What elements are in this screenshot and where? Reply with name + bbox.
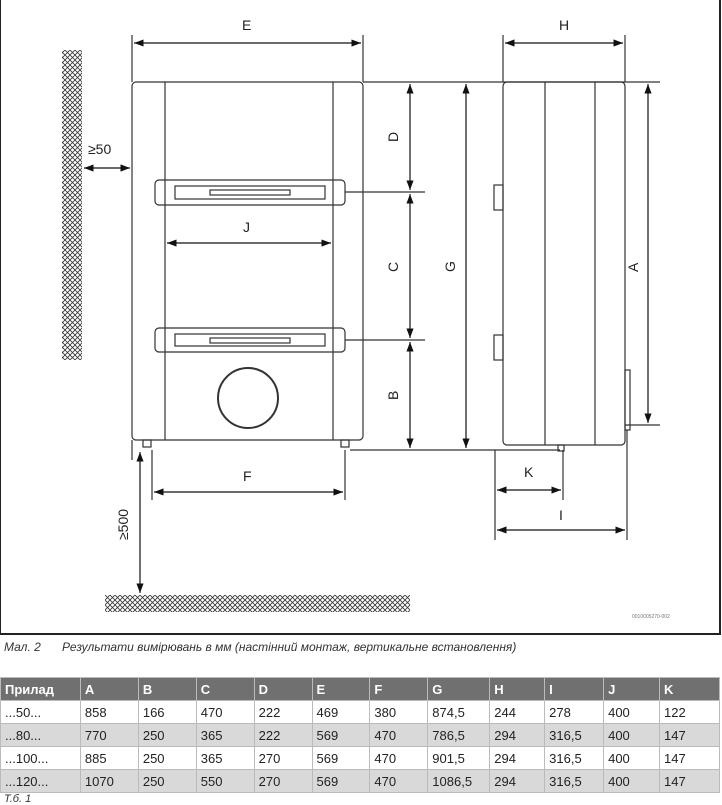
column-header: A [79, 677, 139, 701]
label-J: J [243, 219, 250, 235]
table-cell: ...100... [0, 746, 81, 770]
label-E: E [242, 17, 251, 33]
table-cell: 400 [603, 700, 660, 724]
table-cell: 469 [311, 700, 371, 724]
table-cell: 569 [311, 769, 371, 793]
table-cell: 122 [659, 700, 720, 724]
table-cell: 858 [79, 700, 139, 724]
column-header: I [544, 677, 605, 701]
table-cell: 365 [195, 723, 255, 747]
label-C: C [385, 262, 401, 272]
table-cell: 470 [369, 723, 429, 747]
table-cell: 569 [311, 746, 371, 770]
table-cell: 222 [253, 723, 313, 747]
table-cell: 250 [137, 723, 197, 747]
table-cell: 270 [253, 769, 313, 793]
label-H: H [559, 17, 569, 33]
table-cell: 786,5 [427, 723, 491, 747]
label-F: F [243, 468, 252, 484]
table-cell: 901,5 [427, 746, 491, 770]
table-number: Т.б. 1 [4, 793, 32, 805]
table-cell: ...120... [0, 769, 81, 793]
table-cell: 470 [369, 769, 429, 793]
table-cell: 874,5 [427, 700, 491, 724]
column-header: F [369, 677, 429, 701]
table-cell: 278 [544, 700, 605, 724]
table-cell: 470 [195, 700, 255, 724]
table-cell: 569 [311, 723, 371, 747]
caption-text: Результати вимірювань в мм (настінний мо… [62, 640, 517, 654]
column-header: Прилад [0, 677, 81, 701]
table-cell: 400 [603, 723, 660, 747]
table-cell: 166 [137, 700, 197, 724]
bracket-bottom [154, 327, 346, 353]
label-B: B [385, 391, 401, 400]
table-cell: 147 [659, 769, 720, 793]
column-header: C [195, 677, 255, 701]
column-header: G [427, 677, 491, 701]
table-cell: 147 [659, 723, 720, 747]
label-D: D [385, 132, 401, 142]
front-tank [131, 81, 364, 441]
figure-caption: Мал. 2 Результати вимірювань в мм (настін… [4, 640, 516, 654]
table-cell: 400 [603, 769, 660, 793]
column-header: K [659, 677, 720, 701]
table-cell: 885 [79, 746, 139, 770]
label-G: G [442, 261, 458, 272]
dimension-drawing: E H J F K I D C B G A ≥50 ≥500 001000527… [0, 0, 721, 635]
bracket-top [154, 179, 346, 206]
table-cell: 294 [489, 769, 546, 793]
label-I: I [559, 507, 563, 523]
label-wall-gap: ≥50 [88, 141, 111, 157]
table-cell: 380 [369, 700, 429, 724]
flange-circle [217, 367, 279, 429]
table-cell: 1086,5 [427, 769, 491, 793]
table-cell: 470 [369, 746, 429, 770]
label-A: A [625, 262, 641, 272]
drawing-code: 0010005270-002 [632, 614, 670, 620]
table-cell: 316,5 [544, 723, 605, 747]
column-header: E [311, 677, 371, 701]
table-cell: 316,5 [544, 746, 605, 770]
table-cell: 365 [195, 746, 255, 770]
table-cell: 1070 [79, 769, 139, 793]
table-cell: 270 [253, 746, 313, 770]
table-cell: 400 [603, 746, 660, 770]
table-cell: ...50... [0, 700, 81, 724]
column-header: B [137, 677, 197, 701]
table-cell: 222 [253, 700, 313, 724]
table-cell: 147 [659, 746, 720, 770]
table-cell: 316,5 [544, 769, 605, 793]
wall-hatch [62, 50, 82, 360]
label-floor-gap: ≥500 [115, 509, 131, 540]
floor-hatch [105, 595, 410, 612]
table-cell: 770 [79, 723, 139, 747]
caption-number: Мал. 2 [4, 640, 41, 654]
table-cell: 294 [489, 746, 546, 770]
table-cell: 550 [195, 769, 255, 793]
table-cell: 244 [489, 700, 546, 724]
label-K: K [524, 464, 534, 480]
column-header: J [603, 677, 660, 701]
column-header: D [253, 677, 313, 701]
table-cell: 294 [489, 723, 546, 747]
table-cell: 250 [137, 746, 197, 770]
column-header: H [489, 677, 546, 701]
table-cell: 250 [137, 769, 197, 793]
side-tank [502, 81, 626, 446]
table-cell: ...80... [0, 723, 81, 747]
